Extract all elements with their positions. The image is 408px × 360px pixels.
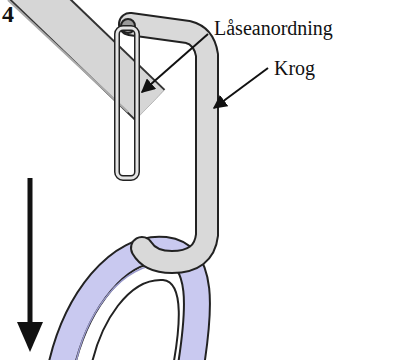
leader-line — [214, 68, 268, 108]
step-number: 4 — [2, 2, 14, 26]
hook — [121, 19, 207, 262]
leader-line — [142, 34, 208, 92]
part-label: Låseanordning — [214, 18, 333, 38]
locking-latch — [117, 28, 137, 178]
part-label: Krog — [274, 58, 315, 78]
direction-arrow — [17, 178, 43, 352]
